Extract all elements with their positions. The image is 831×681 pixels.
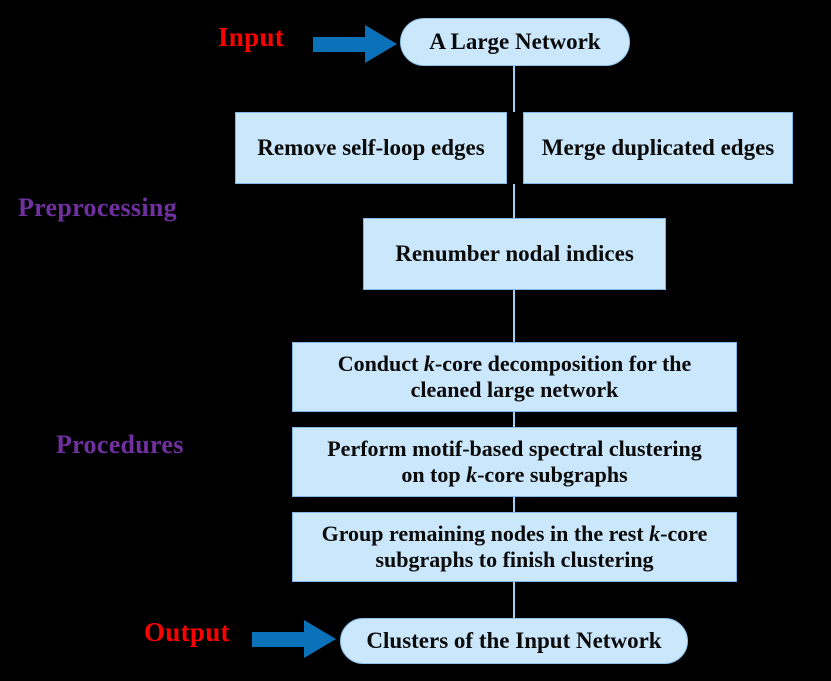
node-renumber-indices-label: Renumber nodal indices — [395, 241, 634, 267]
node-group-remaining-nodes-line2: subgraphs to finish clustering — [375, 547, 654, 572]
node-renumber-indices[interactable]: Renumber nodal indices — [363, 218, 666, 290]
arrow-shaft — [252, 632, 308, 647]
node-remove-self-loops[interactable]: Remove self-loop edges — [235, 112, 507, 184]
stage-label-input: Input — [218, 22, 285, 52]
node-group-remaining-nodes[interactable]: Group remaining nodes in the rest k-core… — [292, 512, 737, 582]
node-group-remaining-nodes-label: Group remaining nodes in the rest k-core… — [301, 521, 728, 573]
stage-label-output: Output — [144, 617, 230, 647]
node-kcore-decomposition-label: Conduct k-core decomposition for the cle… — [301, 351, 728, 403]
connector-input-to-preprocessing — [513, 66, 515, 112]
node-output-network-label: Clusters of the Input Network — [366, 628, 662, 654]
connector-preprocessing-row1-to-row2 — [513, 184, 515, 218]
node-input-network-label: A Large Network — [429, 29, 601, 55]
node-input-network[interactable]: A Large Network — [400, 18, 630, 66]
node-kcore-decomposition-line2: cleaned large network — [410, 377, 619, 402]
node-output-network[interactable]: Clusters of the Input Network — [340, 618, 688, 664]
stage-label-procedures: Procedures — [56, 430, 184, 459]
arrow-right-icon-output — [252, 620, 336, 658]
node-kcore-decomposition[interactable]: Conduct k-core decomposition for the cle… — [292, 342, 737, 412]
connector-procedure1-to-procedure2 — [513, 412, 515, 427]
connector-procedures-to-output — [513, 582, 515, 618]
stage-label-preprocessing: Preprocessing — [18, 193, 177, 222]
node-remove-self-loops-label: Remove self-loop edges — [257, 135, 485, 161]
node-motif-spectral-clustering-line2: on top k-core subgraphs — [401, 462, 628, 487]
node-kcore-decomposition-line1: Conduct k-core decomposition for the — [337, 351, 692, 377]
arrow-right-icon-input — [313, 25, 397, 63]
arrow-shaft — [313, 37, 369, 52]
node-motif-spectral-clustering[interactable]: Perform motif-based spectral clustering … — [292, 427, 737, 497]
node-merge-duplicates[interactable]: Merge duplicated edges — [523, 112, 793, 184]
node-motif-spectral-clustering-label: Perform motif-based spectral clustering … — [301, 436, 728, 488]
node-merge-duplicates-label: Merge duplicated edges — [541, 135, 775, 161]
arrow-head — [304, 620, 336, 658]
connector-procedure2-to-procedure3 — [513, 497, 515, 512]
node-group-remaining-nodes-line1: Group remaining nodes in the rest k-core — [321, 521, 708, 547]
node-motif-spectral-clustering-line1: Perform motif-based spectral clustering — [327, 436, 702, 462]
connector-preprocessing-to-procedures — [513, 290, 515, 342]
arrow-head — [365, 25, 397, 63]
